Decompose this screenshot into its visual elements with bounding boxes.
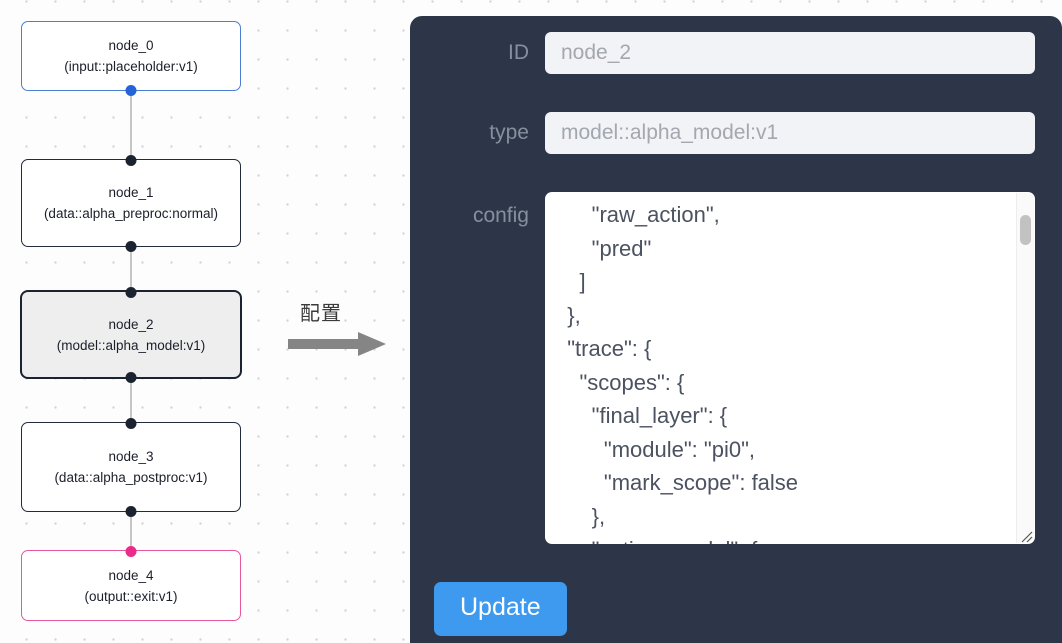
edge-node3-node4 — [130, 512, 132, 550]
config-scrollbar-thumb[interactable] — [1020, 215, 1031, 245]
edge-node0-node1 — [130, 91, 132, 159]
field-row-config: config — [410, 192, 1062, 544]
resize-grip-icon[interactable] — [1017, 527, 1033, 543]
graph-node-node_0[interactable]: node_0(input::placeholder:v1) — [21, 21, 241, 96]
config-textarea-wrapper — [545, 192, 1035, 544]
node-label: node_3(data::alpha_postproc:v1) — [54, 449, 208, 485]
node-config-panel: ID type config Update — [410, 16, 1062, 643]
id-input[interactable] — [545, 32, 1035, 74]
node-label: node_1(data::alpha_preproc:normal) — [43, 185, 219, 221]
type-field-label: type — [489, 121, 529, 144]
node-handle-top[interactable] — [125, 286, 137, 298]
node-handle-top[interactable] — [125, 545, 137, 557]
edge-node2-node3 — [130, 378, 132, 422]
update-button[interactable]: Update — [434, 582, 567, 636]
config-scrollbar[interactable] — [1016, 193, 1034, 543]
id-field-label: ID — [508, 41, 529, 64]
node-handle-top[interactable] — [125, 154, 137, 166]
node-handle-bottom[interactable] — [125, 240, 137, 252]
node-handle-bottom[interactable] — [125, 84, 137, 96]
graph-node-node_3[interactable]: node_3(data::alpha_postproc:v1) — [21, 417, 241, 517]
annotation-arrow-group: 配置 — [288, 297, 396, 359]
field-row-id: ID — [410, 32, 1062, 74]
node-label: node_4(output::exit:v1) — [84, 567, 178, 604]
annotation-label: 配置 — [300, 301, 342, 325]
node-label: node_2(model::alpha_model:v1) — [56, 316, 206, 353]
graph-node-node_2[interactable]: node_2(model::alpha_model:v1) — [21, 286, 241, 383]
graph-node-node_1[interactable]: node_1(data::alpha_preproc:normal) — [21, 154, 241, 252]
graph-node-node_4[interactable]: node_4(output::exit:v1) — [21, 545, 241, 621]
arrow-right-icon — [288, 332, 386, 356]
node-handle-bottom[interactable] — [125, 505, 137, 517]
config-field-label: config — [472, 204, 529, 227]
config-textarea[interactable] — [545, 192, 1035, 544]
node-handle-top[interactable] — [125, 417, 137, 429]
edge-node1-node2 — [130, 247, 132, 291]
node-handle-bottom[interactable] — [125, 371, 137, 383]
node-label: node_0(input::placeholder:v1) — [64, 38, 198, 74]
type-input[interactable] — [545, 112, 1035, 154]
field-row-type: type — [410, 112, 1062, 154]
